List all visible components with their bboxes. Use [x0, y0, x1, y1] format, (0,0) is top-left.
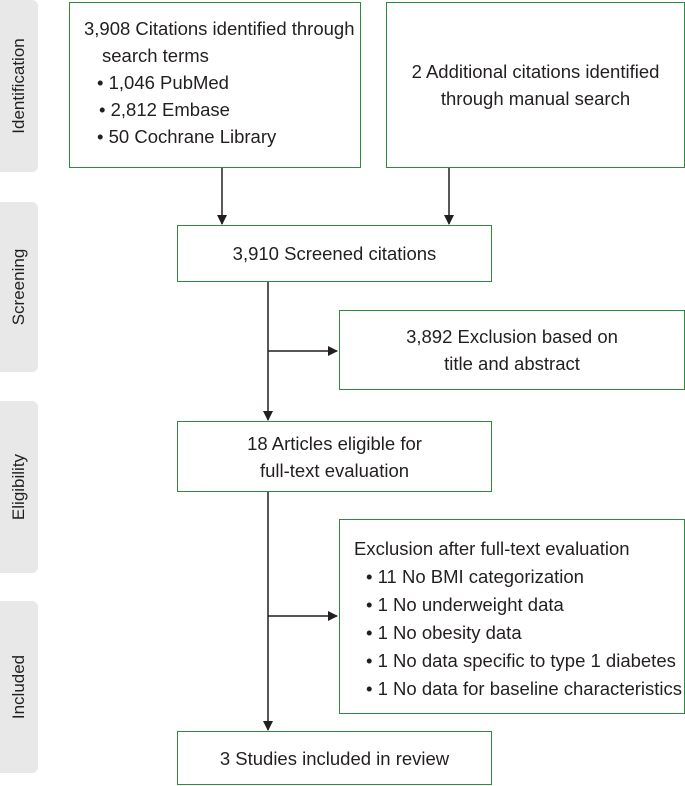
stage-eligibility: Eligibility [0, 401, 38, 573]
manual-search-line2: through manual search [440, 88, 631, 109]
database-item-cochrane: 50 Cochrane Library [84, 123, 360, 150]
eligible-articles-line1: 18 Articles eligible for [247, 432, 422, 454]
database-search-line2: search terms [102, 45, 209, 66]
exclusion-item-baseline: 1 No data for baseline characteristics [354, 675, 684, 703]
included-studies-text: 3 Studies included in review [219, 747, 450, 769]
stage-identification: Identification [0, 0, 38, 172]
exclusion-item-underweight: 1 No underweight data [354, 591, 684, 619]
screened-citations-box: 3,910 Screened citations [177, 225, 492, 282]
database-item-pubmed: 1,046 PubMed [84, 69, 360, 96]
manual-search-line1: 2 Additional citations identified [411, 61, 660, 82]
database-search-line1: 3,908 Citations identified through [84, 18, 355, 39]
included-studies-box: 3 Studies included in review [177, 731, 492, 785]
database-item-embase: 2,812 Embase [84, 96, 360, 123]
exclusion-title-abstract-line2: title and abstract [444, 353, 580, 374]
stage-included: Included [0, 601, 38, 773]
exclusion-title-abstract-line1: 3,892 Exclusion based on [406, 326, 618, 347]
exclusion-item-obesity: 1 No obesity data [354, 619, 684, 647]
exclusion-title-abstract-box: 3,892 Exclusion based on title and abstr… [339, 310, 685, 390]
exclusion-fulltext-box: Exclusion after full-text evaluation 11 … [339, 519, 685, 714]
stage-screening: Screening [0, 202, 38, 372]
exclusion-item-bmi: 11 No BMI categorization [354, 563, 684, 591]
eligible-articles-box: 18 Articles eligible for full-text evalu… [177, 421, 492, 492]
exclusion-item-type1-diabetes: 1 No data specific to type 1 diabetes [354, 647, 684, 675]
exclusion-fulltext-heading: Exclusion after full-text evaluation [354, 538, 630, 559]
eligible-articles-line2: full-text evaluation [259, 459, 410, 481]
screened-citations-text: 3,910 Screened citations [232, 243, 437, 264]
manual-search-box: 2 Additional citations identified throug… [386, 2, 685, 168]
database-search-box: 3,908 Citations identified through searc… [69, 2, 361, 168]
